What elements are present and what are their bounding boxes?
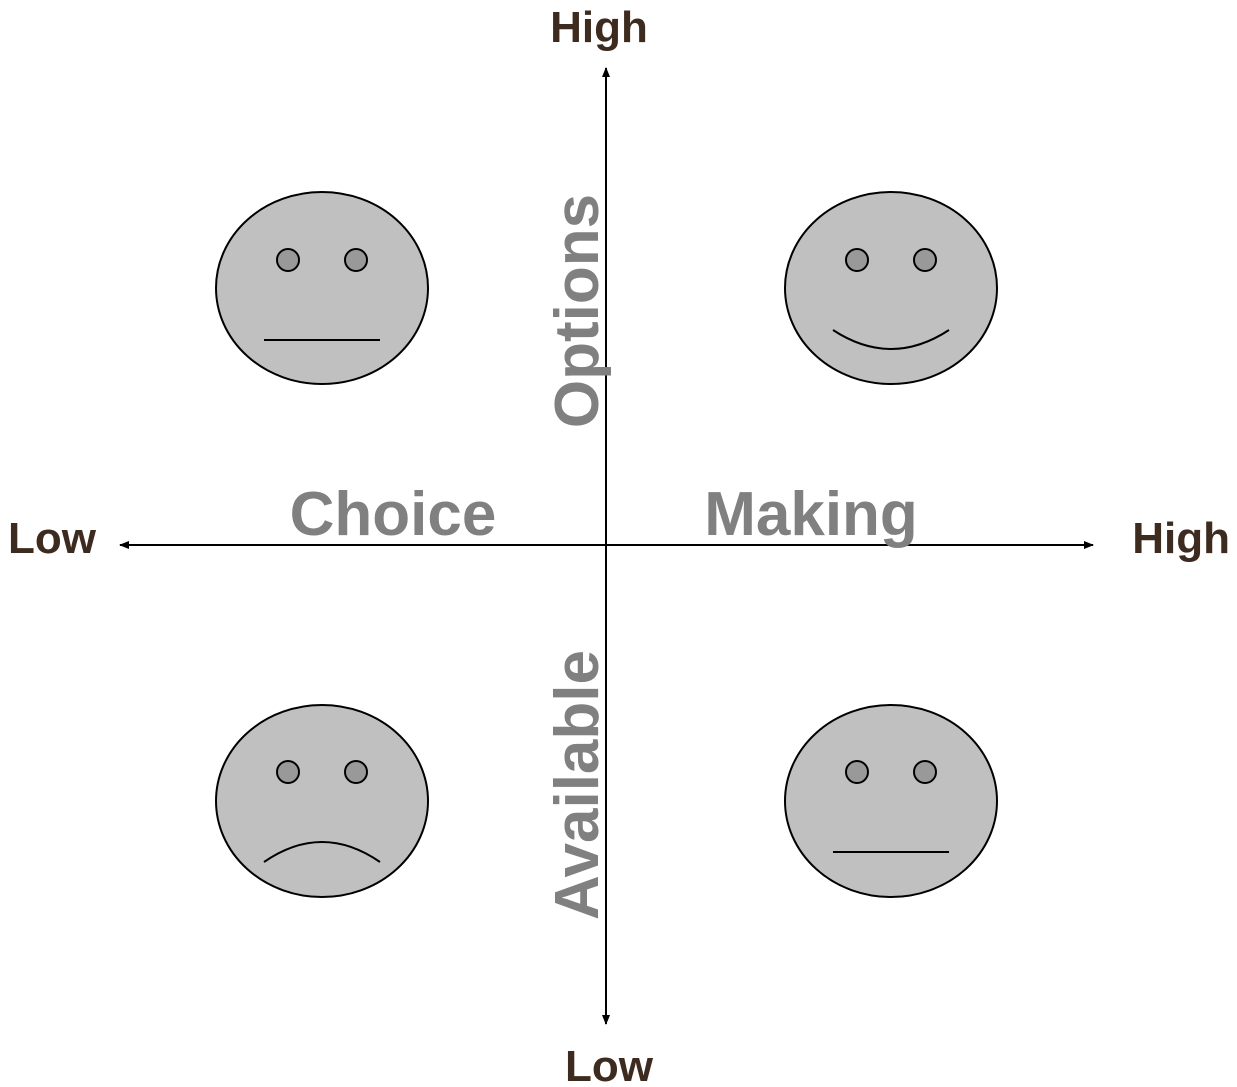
making-title: Making — [704, 480, 918, 549]
right-eye — [344, 248, 368, 272]
frown-mouth — [263, 841, 381, 863]
smile-mouth — [832, 329, 950, 350]
choice-title: Choice — [290, 480, 497, 549]
bottom-end-label: Low — [565, 1042, 654, 1087]
right-eye — [913, 248, 937, 272]
left-end-label: Low — [8, 514, 97, 563]
left-eye — [276, 760, 300, 784]
happy-face-icon — [784, 191, 998, 385]
right-eye — [913, 760, 937, 784]
right-end-label: High — [1132, 514, 1230, 563]
left-eye — [845, 248, 869, 272]
left-eye — [276, 248, 300, 272]
options-title: Options — [543, 194, 612, 428]
neutral-face-icon — [215, 191, 429, 385]
top-end-label: High — [550, 3, 648, 52]
sad-face-icon — [215, 704, 429, 898]
neutral-face-icon — [784, 704, 998, 898]
right-eye — [344, 760, 368, 784]
left-eye — [845, 760, 869, 784]
available-title: Available — [543, 650, 612, 920]
